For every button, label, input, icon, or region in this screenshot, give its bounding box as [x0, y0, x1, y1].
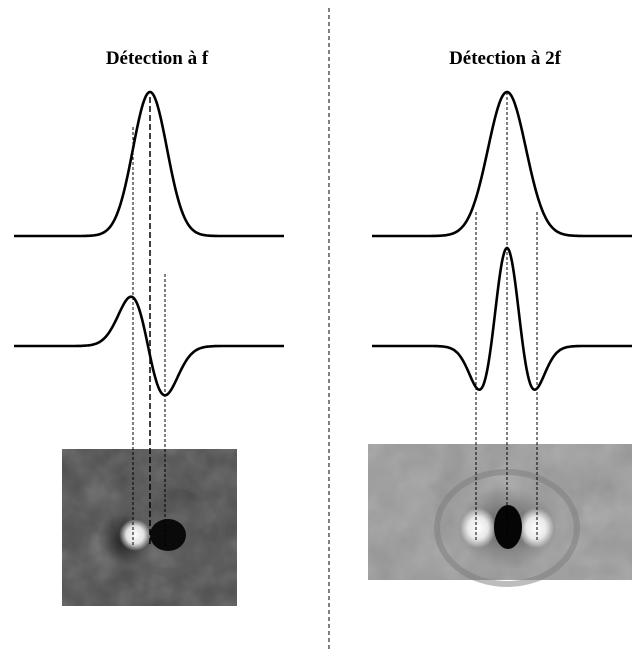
- left-image: [62, 449, 237, 606]
- right-gaussian-curve: [372, 90, 632, 238]
- left-gaussian-curve: [14, 90, 284, 238]
- right-panel-title: Détection à 2f: [449, 48, 562, 69]
- left-derivative-curve: [14, 295, 284, 397]
- right-image: [368, 444, 632, 587]
- left-guide-lines: [132, 97, 166, 546]
- left-panel-title: Détection à f: [106, 48, 209, 69]
- left-panel: [14, 90, 284, 606]
- right-panel: [368, 90, 632, 587]
- right-second-derivative-curve: [372, 246, 632, 392]
